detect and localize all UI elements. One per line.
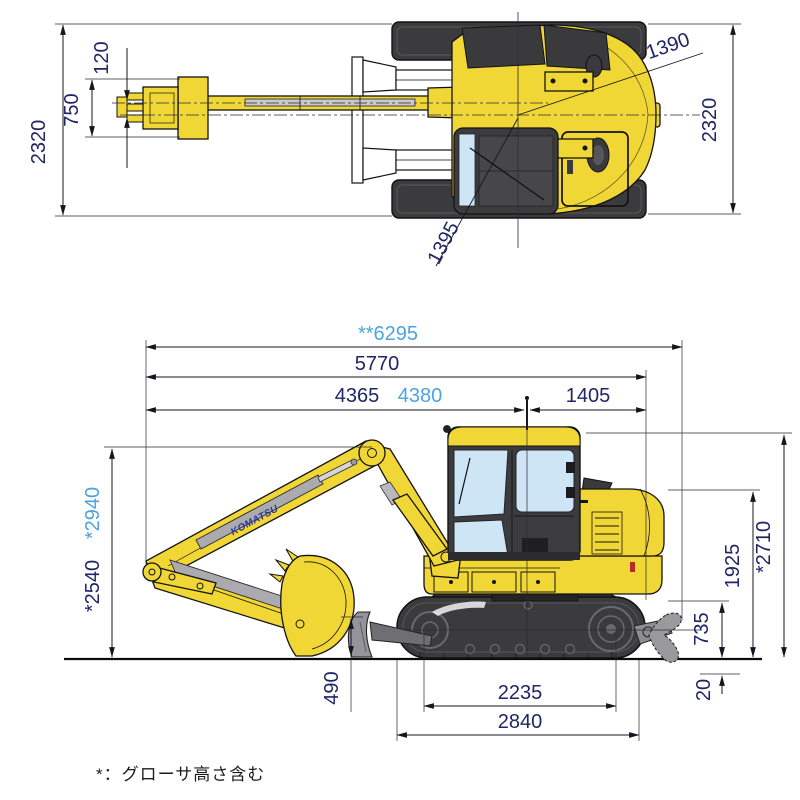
dim-overall-length-with-blade: **6295 — [358, 323, 418, 345]
top-view-centerlines — [112, 12, 704, 267]
side-view-blade-up — [633, 612, 682, 663]
dim-hood-height: 1925 — [722, 544, 744, 589]
dim-front-length: 4365 — [335, 385, 380, 407]
side-view-dimensions: **6295 5770 4365 4380 1405 *2540 *2940 *… — [82, 323, 792, 741]
dim-blade-height: 490 — [321, 671, 343, 704]
side-view-deck — [423, 555, 663, 602]
dim-overall-length: 5770 — [355, 353, 400, 375]
side-view-cab — [443, 396, 581, 561]
side-view: KOMATSU — [64, 323, 792, 741]
side-view-blade-down — [347, 611, 433, 658]
top-view-blade — [351, 56, 455, 184]
grouser-footnote: *：グローサ高さ含む — [96, 765, 265, 784]
dim-transport-height-alt: *2940 — [82, 487, 104, 539]
dim-transport-height: *2540 — [82, 560, 104, 612]
dim-front-swing-radius: 1395 — [424, 218, 464, 268]
side-view-tracks — [396, 587, 646, 659]
top-view: 2320 750 120 2320 1390 1395 — [28, 12, 741, 268]
dim-blade-drop: 20 — [693, 679, 715, 701]
dim-tumbler-distance: 2235 — [498, 682, 543, 704]
top-view-cab — [453, 127, 559, 215]
dim-bucket-width: 750 — [61, 93, 83, 126]
dim-front-length-alt: 4380 — [398, 385, 443, 407]
side-view-engine-hood — [576, 477, 665, 572]
dim-overall-width-left: 2320 — [28, 120, 50, 165]
side-view-bucket — [268, 548, 355, 657]
dim-overall-height: *2710 — [753, 521, 775, 573]
dim-overall-width-right: 2320 — [699, 98, 721, 143]
dim-blade-raise: 735 — [691, 612, 713, 645]
dim-centerline-offset: 120 — [91, 41, 113, 74]
dim-rear-length: 1405 — [566, 385, 611, 407]
dim-track-length: 2840 — [498, 711, 543, 733]
